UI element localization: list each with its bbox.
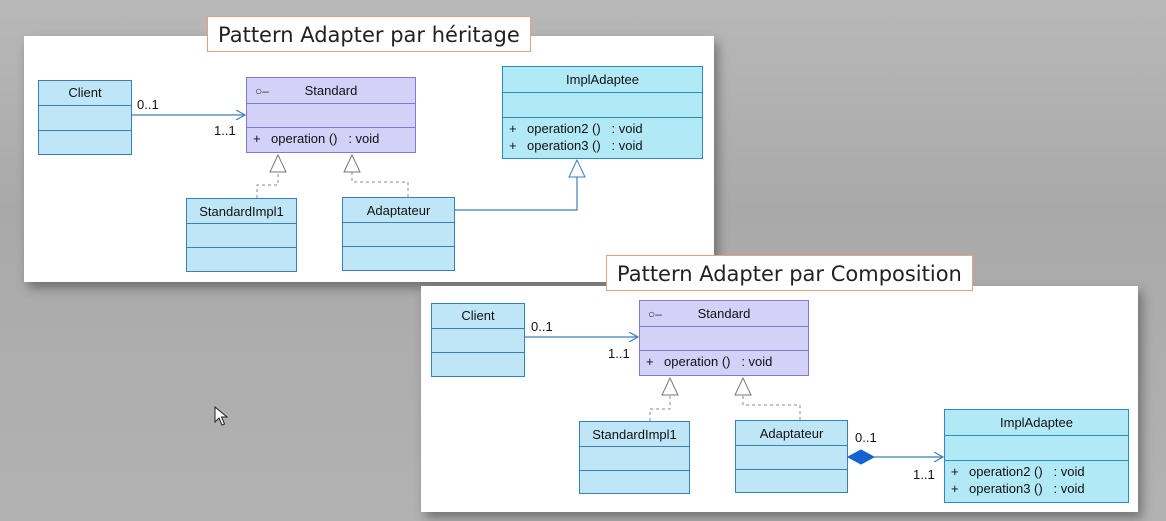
interface-icon: ○– xyxy=(648,307,662,321)
class-adapter-operations xyxy=(736,470,847,492)
class-client: Client xyxy=(38,80,132,155)
class-standard-header: ○– Standard xyxy=(640,301,808,327)
class-standard-attributes xyxy=(247,104,415,128)
class-impl-adaptee-attributes xyxy=(945,436,1128,461)
operation-row: +operation3 () : void xyxy=(951,481,1085,496)
class-impl-adaptee: ImplAdaptee +operation2 () : void +opera… xyxy=(502,66,703,159)
class-client-attributes xyxy=(432,329,524,353)
interface-icon: ○– xyxy=(255,84,269,98)
class-adapter: Adaptateur xyxy=(735,420,848,493)
class-standard-operation: +operation () : void xyxy=(646,354,773,369)
class-standard: ○– Standard +operation () : void xyxy=(639,300,809,376)
operation-row: +operation3 () : void xyxy=(509,138,643,153)
slide-title-composition: Pattern Adapter par Composition xyxy=(606,255,973,291)
class-client-name: Client xyxy=(432,304,524,329)
class-standard-operation: +operation () : void xyxy=(253,131,380,146)
class-adapter-attributes xyxy=(736,446,847,470)
class-standard-attributes xyxy=(640,327,808,351)
mouse-pointer-icon xyxy=(214,406,229,426)
class-adapter-name: Adaptateur xyxy=(736,421,847,446)
class-adapter-attributes xyxy=(343,223,454,247)
class-standard-impl-name: StandardImpl1 xyxy=(187,199,296,224)
class-client-name: Client xyxy=(39,81,131,106)
class-standard-impl-operations xyxy=(187,248,296,271)
class-standard-impl-name: StandardImpl1 xyxy=(580,422,689,447)
class-client: Client xyxy=(431,303,525,377)
class-client-attributes xyxy=(39,106,131,131)
class-impl-adaptee-attributes xyxy=(503,93,702,118)
class-adapter: Adaptateur xyxy=(342,197,455,271)
class-standard-impl-attributes xyxy=(187,224,296,248)
operation-row: +operation2 () : void xyxy=(951,464,1085,479)
class-standard-impl: StandardImpl1 xyxy=(186,198,297,272)
class-adapter-operations xyxy=(343,247,454,270)
class-standard-header: ○– Standard xyxy=(247,78,415,104)
class-standard-name: Standard xyxy=(697,306,751,321)
class-impl-adaptee-operations: +operation2 () : void +operation3 () : v… xyxy=(503,118,702,154)
class-impl-adaptee-operations: +operation2 () : void +operation3 () : v… xyxy=(945,461,1128,497)
slide-title-inheritance: Pattern Adapter par héritage xyxy=(207,16,531,52)
class-impl-adaptee: ImplAdaptee +operation2 () : void +opera… xyxy=(944,409,1129,503)
class-standard-impl: StandardImpl1 xyxy=(579,421,690,494)
class-impl-adaptee-name: ImplAdaptee xyxy=(945,410,1128,436)
operation-row: +operation2 () : void xyxy=(509,121,643,136)
class-adapter-name: Adaptateur xyxy=(343,198,454,223)
class-standard-impl-operations xyxy=(580,471,689,493)
class-client-operations xyxy=(39,131,131,154)
class-standard-impl-attributes xyxy=(580,447,689,471)
class-impl-adaptee-name: ImplAdaptee xyxy=(503,67,702,93)
class-standard: ○– Standard +operation () : void xyxy=(246,77,416,153)
class-client-operations xyxy=(432,353,524,376)
class-standard-name: Standard xyxy=(304,83,358,98)
